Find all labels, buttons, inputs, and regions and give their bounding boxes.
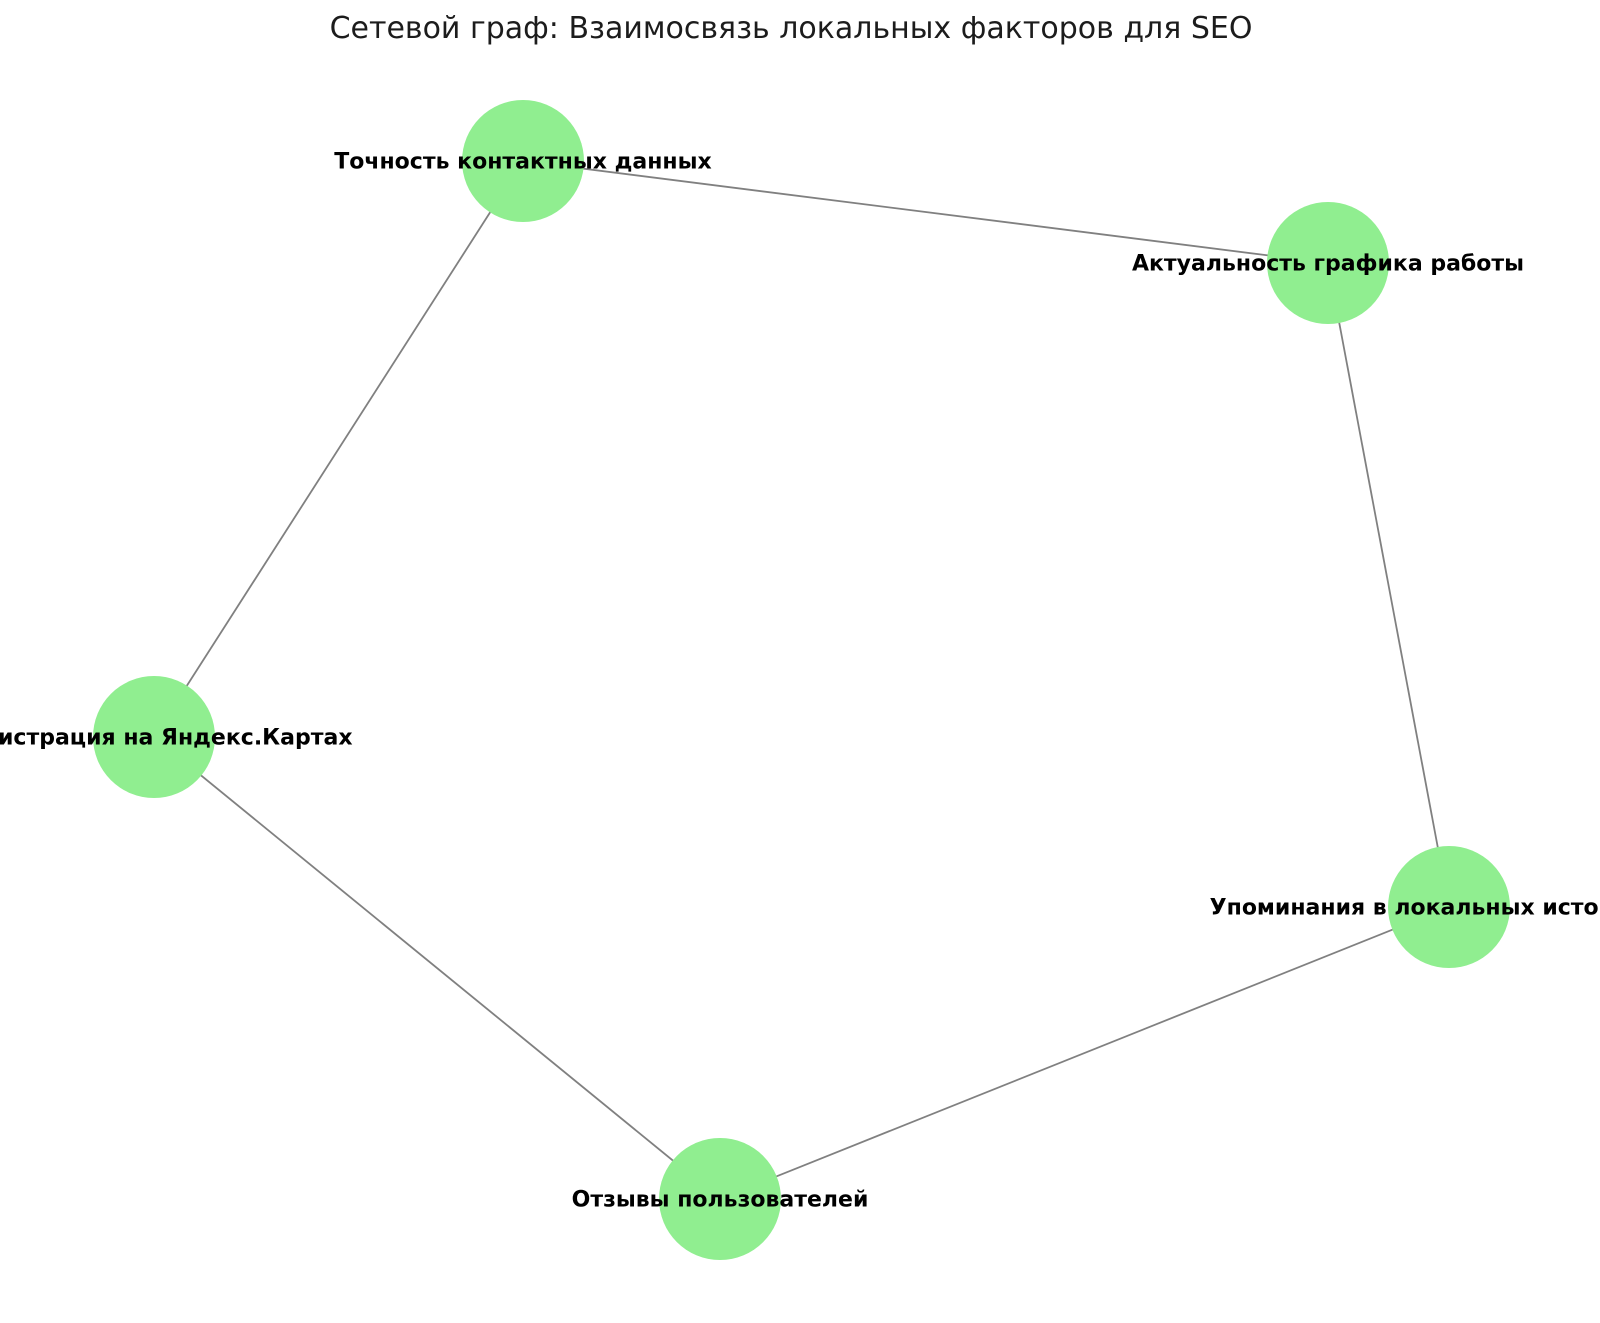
graph-edge-work-schedule-freshness--local-sources-mentions xyxy=(1327,262,1450,908)
graph-node-label-work-schedule-freshness: Актуальность графика работы xyxy=(1132,251,1524,276)
graph-node-work-schedule-freshness xyxy=(1267,202,1389,324)
graph-edge-contact-data-accuracy--work-schedule-freshness xyxy=(522,160,1329,264)
graph-node-label-local-sources-mentions: Упоминания в локальных источниках xyxy=(1210,895,1600,920)
figure-title: Сетевой граф: Взаимосвязь локальных факт… xyxy=(330,11,1253,46)
graph-node-user-reviews xyxy=(659,1138,781,1260)
graph-node-label-user-reviews: Отзывы пользователей xyxy=(572,1187,869,1212)
edges-layer xyxy=(153,160,1450,1200)
graph-node-label-contact-data-accuracy: Точность контактных данных xyxy=(334,149,711,174)
graph-node-yandex-maps-registration xyxy=(93,676,215,798)
graph-edge-user-reviews--yandex-maps-registration xyxy=(153,736,721,1200)
graph-edge-yandex-maps-registration--contact-data-accuracy xyxy=(153,160,524,738)
graph-node-label-yandex-maps-registration: Регистрация на Яндекс.Картах xyxy=(0,725,353,750)
nodes-layer xyxy=(93,100,1510,1260)
graph-edge-local-sources-mentions--user-reviews xyxy=(719,906,1450,1200)
graph-node-contact-data-accuracy xyxy=(462,100,584,222)
graph-node-local-sources-mentions xyxy=(1388,846,1510,968)
